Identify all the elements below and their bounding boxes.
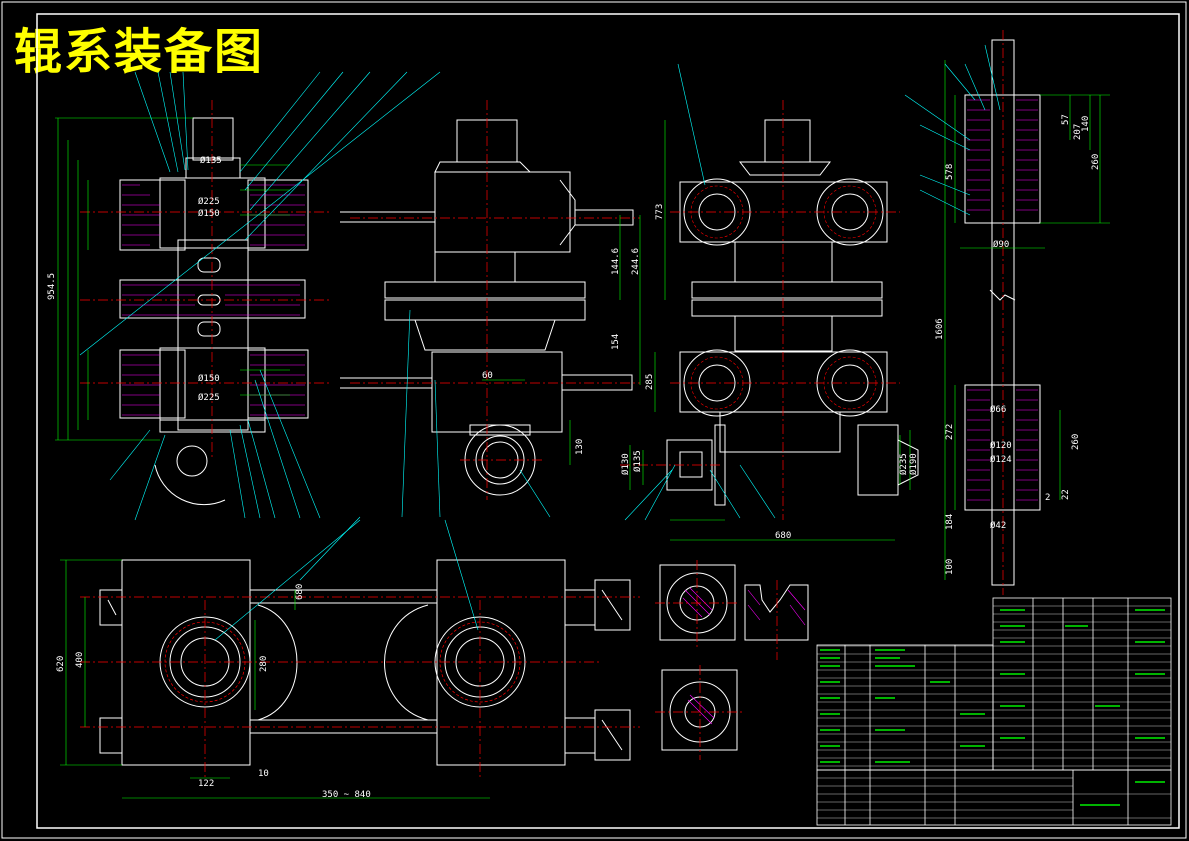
dim-60: 60 — [482, 371, 493, 381]
drawing-title: 辊系装备图 — [14, 24, 265, 80]
front-dimension-labels: 954.5 Ø135 Ø225 Ø150 Ø150 Ø225 — [47, 155, 222, 403]
end-dimension-labels: 773 285 680 Ø130 Ø135 Ø190 Ø235 — [620, 204, 919, 541]
detail-views — [659, 564, 809, 751]
dim-dia-120: Ø120 — [990, 440, 1012, 451]
dim-dia-124: Ø124 — [990, 454, 1012, 465]
end-leaders — [624, 63, 776, 521]
end-view — [666, 119, 919, 506]
side-centerlines — [350, 100, 640, 500]
shaft-dimensions — [944, 60, 1110, 580]
dim-1606: 1606 — [935, 318, 945, 340]
dim-154: 154 — [611, 334, 621, 350]
top-view-leaders — [214, 519, 479, 641]
dim-130: 130 — [575, 439, 585, 455]
dim-1446: 144.6 — [611, 248, 621, 275]
dim-2446: 244.6 — [631, 248, 641, 275]
dim-dia-150b: Ø150 — [198, 373, 220, 384]
dim-dia-135: Ø135 — [200, 155, 222, 166]
dim-100: 100 — [945, 559, 955, 575]
dim-184: 184 — [945, 514, 955, 530]
dim-280: 280 — [259, 656, 269, 672]
title-block-cell-text — [820, 609, 1165, 806]
dim-773: 773 — [655, 204, 665, 220]
side-view — [340, 119, 634, 496]
side-dimension-labels: 60 130 144.6 244.6 154 — [482, 248, 641, 455]
dim-dia-150a: Ø150 — [198, 208, 220, 219]
dim-dia-130: Ø130 — [620, 453, 631, 475]
dim-dia-235: Ø235 — [898, 453, 909, 475]
dim-9545: 954.5 — [47, 273, 57, 300]
dim-22: 22 — [1061, 489, 1071, 500]
shaft-hatching — [967, 99, 1038, 501]
inner-border — [36, 13, 1180, 829]
front-dimensions — [55, 117, 290, 441]
dim-dia-135b: Ø135 — [632, 450, 643, 472]
dim-dia-190: Ø190 — [908, 453, 919, 475]
dim-140: 140 — [1081, 116, 1091, 132]
dim-dia-66: Ø66 — [990, 404, 1006, 415]
top-view-dimensions — [60, 559, 490, 799]
front-centerlines — [80, 100, 330, 460]
detail-hatching — [682, 587, 806, 725]
dim-122: 122 — [198, 779, 214, 789]
shaft-section-view — [964, 39, 1041, 586]
dim-400: 400 — [75, 652, 85, 668]
detail-centerlines — [655, 560, 778, 760]
dim-dia-42: Ø42 — [990, 520, 1006, 531]
side-leaders — [299, 309, 551, 581]
title-block — [816, 597, 1172, 826]
dim-2: 2 — [1045, 493, 1050, 503]
dim-680-top: 680 — [295, 584, 305, 600]
title-block-rows — [817, 605, 1171, 819]
dim-207: 207 — [1073, 124, 1083, 140]
dim-dia-90: Ø90 — [993, 239, 1009, 250]
dim-260b: 260 — [1071, 434, 1081, 450]
dim-dia-225: Ø225 — [198, 196, 220, 207]
dim-350-840: 350 ~ 840 — [322, 790, 371, 800]
side-dimensions — [482, 215, 641, 465]
dim-620: 620 — [56, 656, 66, 672]
dim-272: 272 — [945, 424, 955, 440]
end-dimensions — [629, 120, 911, 541]
shaft-dimension-labels: 1606 272 260 260 184 100 578 140 207 57 … — [935, 114, 1101, 575]
dim-680-end: 680 — [775, 531, 791, 541]
top-view-centerlines — [80, 596, 640, 780]
top-view-dimension-labels: 620 400 280 350 ~ 840 122 10 680 — [56, 584, 371, 800]
top-view — [99, 559, 631, 766]
front-section-view — [119, 117, 309, 506]
dim-285: 285 — [645, 374, 655, 390]
dim-57: 57 — [1061, 114, 1071, 125]
dim-578: 578 — [945, 164, 955, 180]
dim-dia-225b: Ø225 — [198, 392, 220, 403]
dim-10: 10 — [258, 769, 269, 779]
end-centerlines — [620, 100, 900, 520]
dim-260a: 260 — [1091, 154, 1101, 170]
shaft-leaders — [904, 44, 1001, 216]
front-leaders — [79, 71, 441, 521]
